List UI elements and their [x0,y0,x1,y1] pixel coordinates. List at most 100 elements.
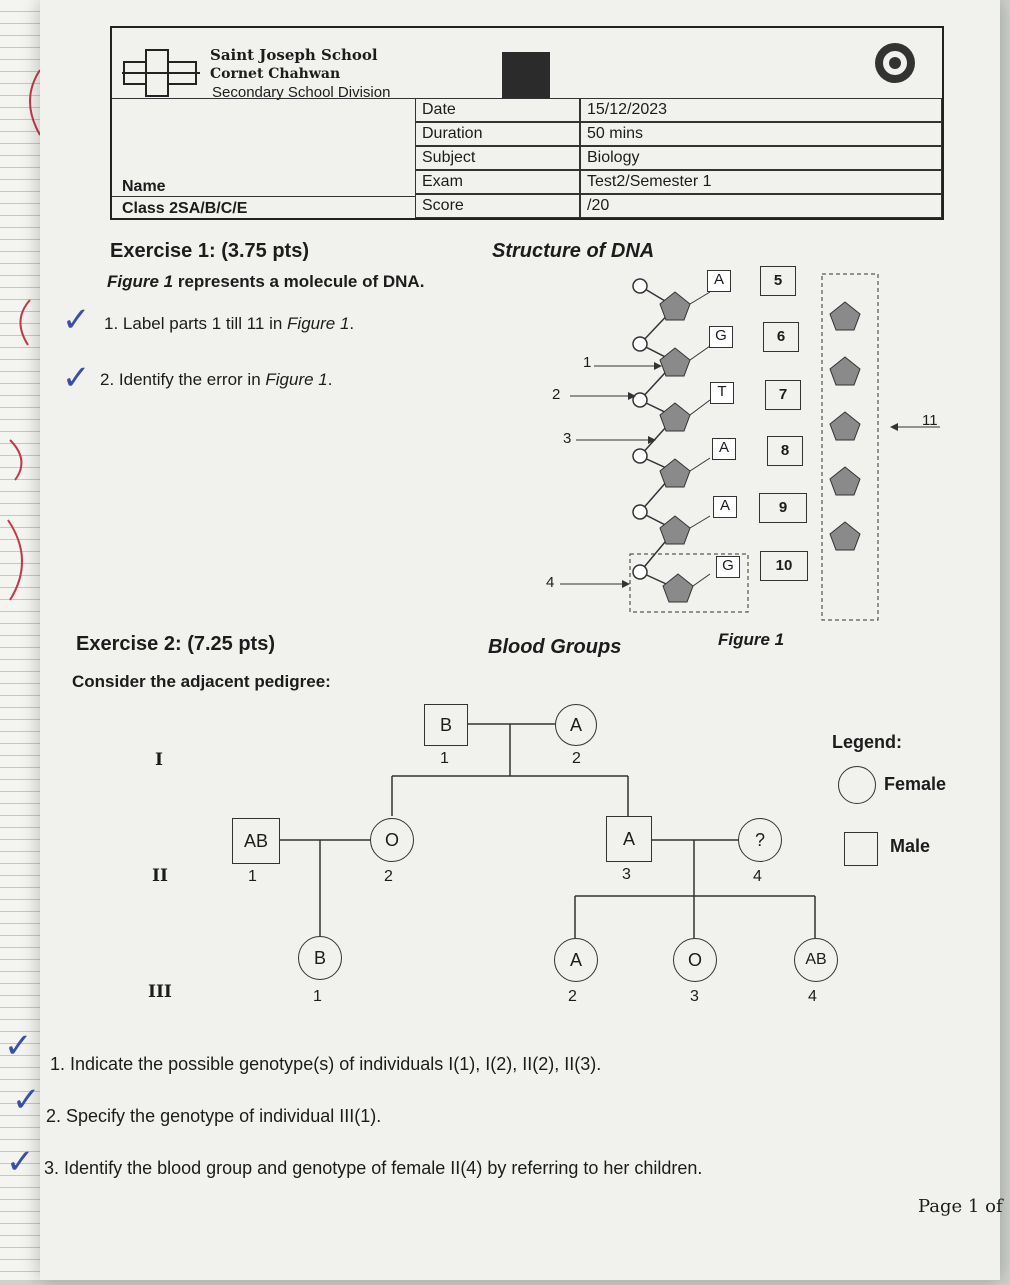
individual-I-1: B [424,704,468,746]
exercise1-intro: Figure 1 represents a molecule of DNA. [107,272,424,292]
exam-value-cell: Test2/Semester 1 [580,170,942,194]
generation-label-ii: II [152,866,168,886]
ex1-q1-num: 1. [104,314,119,333]
pedigree-lines [278,723,816,942]
ex1-q1-fig: Figure 1 [287,314,350,333]
duration-value: 50 mins [587,125,644,142]
blood-groups-heading: Blood Groups [488,636,622,658]
individual-III-2: A [554,938,598,982]
checkmark-icon: ✓ [6,1142,35,1182]
checkmark-icon: ✓ [62,358,91,398]
legend-male: Male [890,836,931,856]
ex2-question-2: 2. Specify the genotype of individual II… [46,1106,381,1127]
nucleotide-3 [632,392,691,432]
individual-II-3: A [606,816,652,862]
subject-value-cell: Biology [580,146,942,170]
exercise2-intro: Consider the adjacent pedigree: [72,672,331,691]
legend-title: Legend: [832,732,902,752]
nucleotide-2 [632,336,691,377]
exercise1-title: Exercise 1: (3.75 pts) [110,240,309,262]
label-box-10: 10 [760,551,808,581]
intro-figure-ref: Figure 1 [107,272,174,291]
school-logo [122,49,200,97]
ex1-q2-num: 2. [100,370,115,389]
award-badge [502,52,550,98]
individual-II-4: ? [738,818,782,862]
individual-II-1-num: 1 [248,868,257,885]
base-box-3: T [710,382,734,404]
nucleotide-6 [632,564,694,603]
complementary-strand-box [821,273,879,621]
individual-I-1-num: 1 [440,750,449,767]
base-box-4: A [712,438,736,460]
page-number: Page 1 of [918,1196,1003,1217]
pointer-label-3: 3 [563,430,572,447]
class-label: Class 2SA/B/C/E [122,200,248,217]
individual-I-2: A [555,704,597,746]
ex2-q1-text: Indicate the possible genotype(s) of ind… [70,1054,602,1074]
individual-III-4: AB [794,938,838,982]
individual-III-4-num: 4 [808,988,817,1005]
label-box-7: 7 [765,380,801,410]
ex1-question-2: 2. Identify the error in Figure 1. [100,370,333,390]
label-box-8: 8 [767,436,803,466]
duration-label: Duration [422,125,483,142]
individual-III-3: O [673,938,717,982]
intro-rest: represents a molecule of DNA. [173,272,425,291]
figure-1-caption: Figure 1 [718,630,785,649]
date-label-cell: Date [415,98,580,122]
legend-female: Female [884,774,947,794]
name-divider [112,196,415,197]
female-symbol-icon [838,766,876,804]
date-value-cell: 15/12/2023 [580,98,942,122]
duration-value-cell: 50 mins [580,122,942,146]
exam-label: Exam [422,173,463,190]
subject-value: Biology [587,149,640,166]
ex2-q3-text: Identify the blood group and genotype of… [64,1158,703,1178]
ex1-q1-end: . [349,314,355,333]
exercise2-title: Exercise 2: (7.25 pts) [76,633,275,655]
ex2-q2-text: Specify the genotype of individual III(1… [66,1106,382,1126]
base-box-1: A [707,270,731,292]
score-value: /20 [587,197,610,214]
exam-sheet [40,0,1000,1280]
checkmark-icon: ✓ [62,300,91,340]
nucleotide-5 [632,504,691,545]
label-box-5: 5 [760,266,796,296]
pointer-label-11: 11 [922,412,938,429]
score-label-cell: Score [415,194,580,218]
complementary-sugars [829,301,861,551]
dna-figure-heading: Structure of DNA [492,240,655,262]
individual-III-2-num: 2 [568,988,577,1005]
male-symbol-icon [844,832,878,866]
ex1-q2-text: Identify the error in [118,370,266,389]
label-box-6: 6 [763,322,799,352]
individual-II-2: O [370,818,414,862]
individual-I-2-num: 2 [572,750,581,767]
base-box-2: G [709,326,733,348]
dna-figure [560,273,940,621]
base-box-6: G [716,556,740,578]
checkmark-icon: ✓ [12,1080,41,1120]
ex1-q2-end: . [327,370,333,389]
header-table: Saint Joseph School Cornet Chahwan Secon… [110,26,944,220]
label-box-9: 9 [759,493,807,523]
ex2-q1-num: 1. [50,1054,66,1074]
subject-label: Subject [422,149,476,166]
ex1-question-1: 1. Label parts 1 till 11 in Figure 1. [104,314,354,334]
individual-II-3-num: 3 [622,866,631,883]
individual-II-2-num: 2 [384,868,393,885]
individual-III-1: B [298,936,342,980]
division-label: Secondary School Division [212,84,391,101]
date-value: 15/12/2023 [587,101,668,118]
pointer-label-1: 1 [583,354,592,371]
date-label: Date [422,101,456,118]
ex1-q1-text: Label parts 1 till 11 in [122,314,288,333]
ex2-q3-num: 3. [44,1158,60,1178]
subject-label-cell: Subject [415,146,580,170]
pointer-label-2: 2 [552,386,561,403]
jubilee-emblem [875,43,915,83]
nucleotide-1 [632,278,691,321]
ex2-question-3: 3. Identify the blood group and genotype… [44,1158,702,1179]
name-label: Name [122,178,166,195]
